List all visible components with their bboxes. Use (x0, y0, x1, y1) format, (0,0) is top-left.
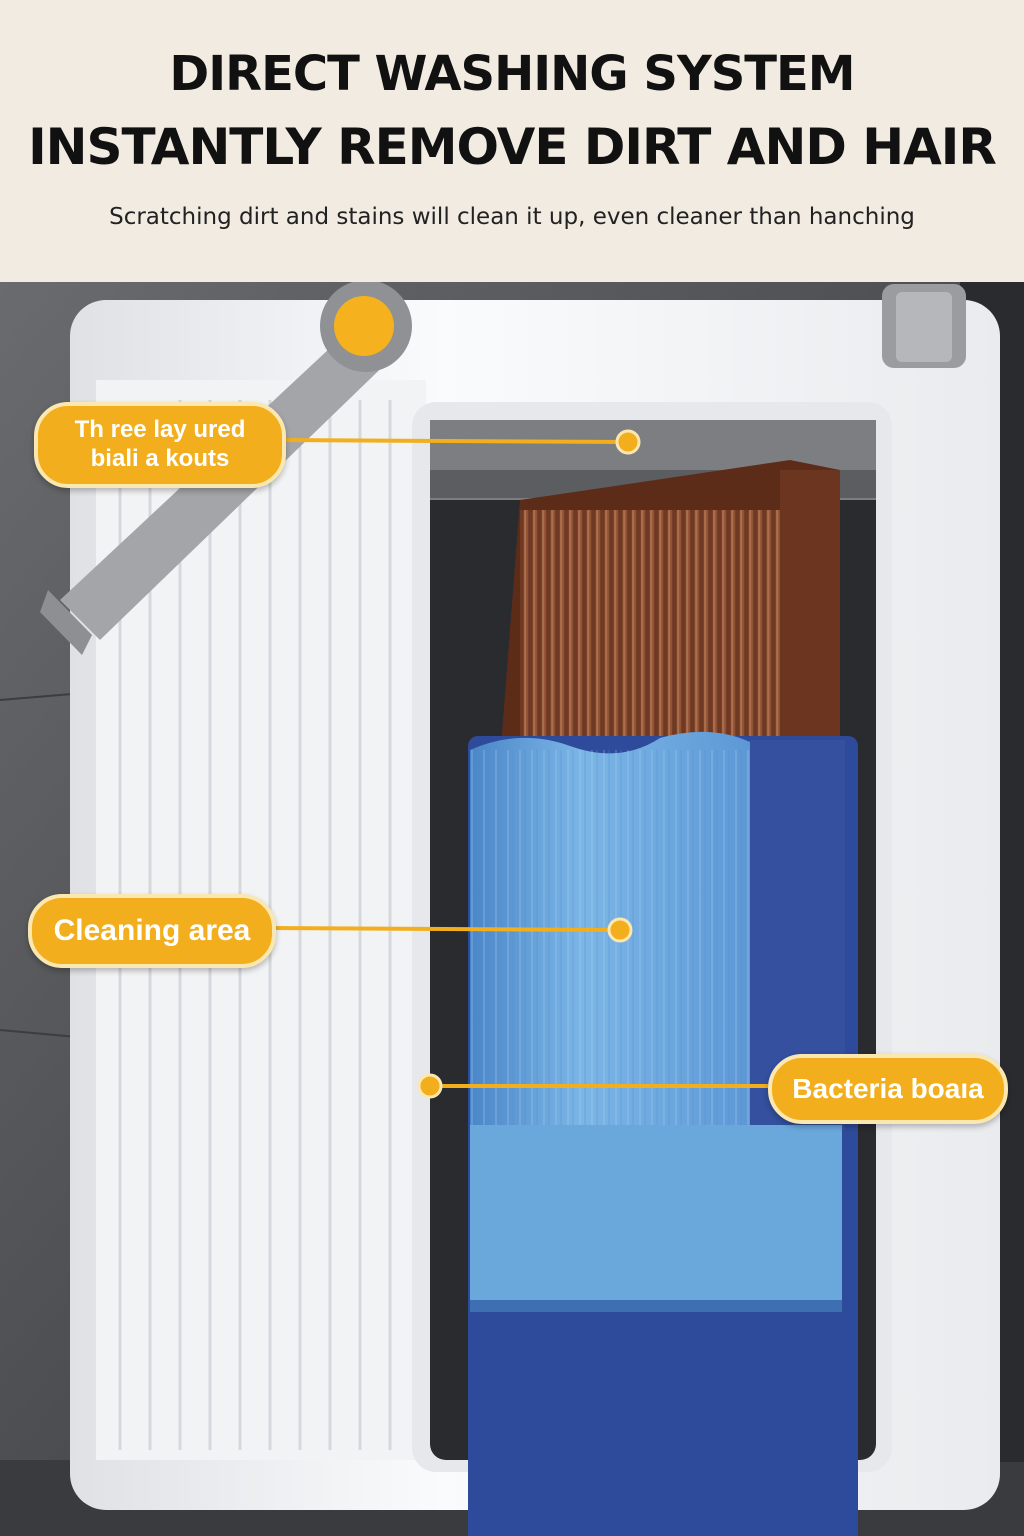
header-banner: DIRECT WASHING SYSTEM INSTANTLY REMOVE D… (0, 0, 1024, 282)
callout-layers-label: Th ree lay ured biali a kouts (74, 416, 246, 472)
callout-leaders (267, 429, 768, 1099)
water-tank (468, 731, 858, 1536)
callout-layers: Th ree lay ured biali a kouts (34, 402, 286, 488)
subtitle: Scratching dirt and stains will clean it… (109, 204, 915, 230)
callout-bacteria: Bacteria boaıa (768, 1054, 1008, 1124)
callout-bacteria-label: Bacteria boaıa (792, 1073, 984, 1105)
title-line-2: INSTANTLY REMOVE DIRT AND HAIR (28, 118, 997, 176)
callout-cleaning-area: Cleaning area (28, 894, 276, 968)
title-line-1: DIRECT WASHING SYSTEM (169, 46, 855, 102)
brush-block (500, 460, 840, 760)
callout-cleaning-label: Cleaning area (53, 914, 251, 947)
